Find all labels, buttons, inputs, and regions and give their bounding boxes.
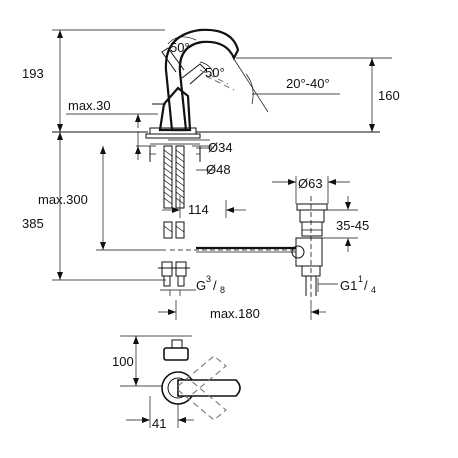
label-thread-g1-den: 4 [371, 285, 376, 295]
label-angle-50-top: 50° [170, 40, 190, 55]
label-thread-g1: G1 [340, 278, 357, 293]
lever-dashed-positions [199, 69, 235, 91]
svg-text:/: / [213, 278, 217, 293]
label-max-30: max.30 [68, 98, 111, 113]
label-193: 193 [22, 66, 44, 81]
label-dia-34: Ø34 [208, 140, 233, 155]
label-35-45: 35-45 [336, 218, 369, 233]
plan-view [120, 335, 241, 428]
svg-text:/: / [364, 278, 368, 293]
dimension-labels: 193 385 160 max.30 max.300 50° 50° 20°-4… [22, 40, 400, 431]
label-max-180: max.180 [210, 306, 260, 321]
supply-hoses [158, 145, 190, 287]
label-160: 160 [378, 88, 400, 103]
label-thread-g-num: 3 [206, 274, 211, 284]
label-angle-20-40: 20°-40° [286, 76, 330, 91]
label-thread-g-den: 8 [220, 285, 225, 295]
label-plan-41: 41 [152, 416, 166, 431]
label-max-300: max.300 [38, 192, 88, 207]
label-angle-50-lever: 50° [205, 65, 225, 80]
faucet-body [145, 28, 240, 139]
dimension-lines [52, 29, 392, 320]
counter-top [52, 131, 380, 147]
label-385: 385 [22, 216, 44, 231]
label-thread-g: G [196, 278, 206, 293]
label-114: 114 [188, 202, 209, 217]
drain-pipe [170, 246, 296, 253]
label-dia-48: Ø48 [206, 162, 231, 177]
label-plan-100: 100 [112, 354, 134, 369]
pop-up-waste [291, 196, 328, 300]
label-thread-g1-num: 1 [358, 274, 363, 284]
label-dia-63: Ø63 [298, 176, 323, 191]
